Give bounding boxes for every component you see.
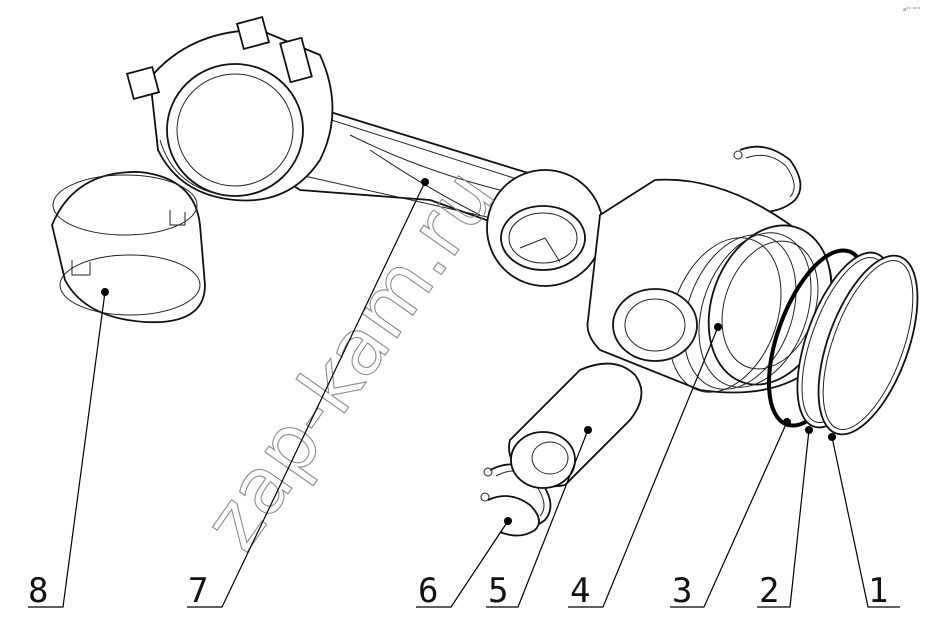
compression-ring-1 [817,254,919,436]
callout-8: 8 [28,288,109,611]
callout-5: 5 [486,426,592,611]
callout-number-4: 4 [570,571,590,611]
piston [586,178,834,394]
callout-number-5: 5 [488,571,508,611]
callout-number-6: 6 [418,571,438,611]
callout-3: 3 [670,418,791,611]
connecting-rod [125,15,604,287]
piston-pin [508,362,643,489]
watermark: zap-kam.ru [187,154,513,566]
corner-mark: a°° °°° [903,7,921,13]
callout-number-8: 8 [28,571,48,611]
callout-7: 7 [187,178,429,611]
bearing-shell [51,171,206,324]
callout-1: 1 [828,433,900,611]
callout-6: 6 [416,517,512,611]
callout-number-7: 7 [188,571,208,611]
callout-number-1: 1 [868,571,888,611]
callout-2: 2 [757,426,813,611]
callout-number-3: 3 [672,571,692,611]
callout-number-2: 2 [759,571,779,611]
callout-4: 4 [568,323,722,611]
